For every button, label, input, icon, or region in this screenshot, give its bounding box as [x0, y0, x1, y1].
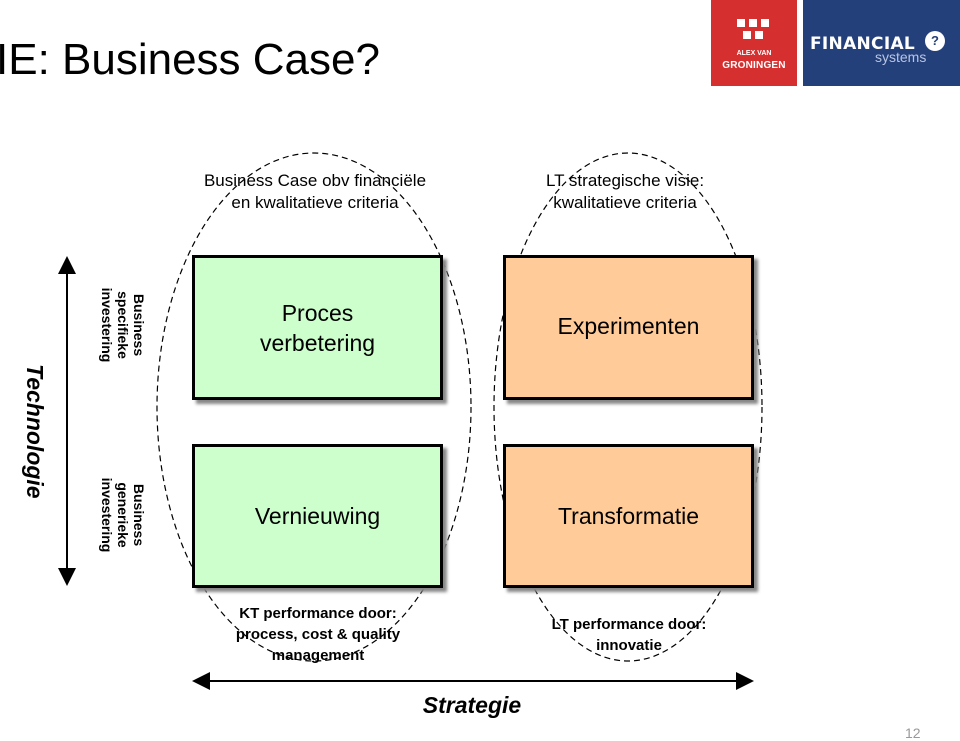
arrow-up-icon — [58, 256, 76, 274]
technologie-label: Technologie — [22, 364, 48, 499]
quadrant-proces-line2: verbetering — [259, 329, 376, 356]
page-title: IE: Business Case? — [0, 35, 380, 84]
logo-question-icon: ? — [925, 31, 945, 51]
header-left: Business Case obv financiële en kwalitat… — [170, 170, 460, 214]
header-left-line1: Business Case obv financiële — [203, 171, 427, 190]
logo-text-line2: GRONINGEN — [722, 60, 786, 71]
row-label-specifiek-line1: Business — [131, 293, 147, 357]
quadrant-proces-verbetering: Proces verbetering — [192, 255, 443, 400]
logo-word-systems: systems — [875, 49, 927, 65]
quadrant-transformatie-label: Transformatie — [557, 503, 700, 529]
footer-right: LT performance door: innovatie — [520, 614, 738, 656]
header-right: LT strategische visie: kwalitatieve crit… — [490, 170, 760, 214]
alex-van-groningen-logo: ALEX VAN GRONINGEN — [711, 0, 797, 86]
arrow-right-icon — [736, 672, 754, 690]
quadrant-transformatie: Transformatie — [503, 444, 754, 588]
arrow-left-icon — [192, 672, 210, 690]
footer-left-line3: management — [271, 647, 365, 664]
footer-left-line1: KT performance door: — [239, 605, 397, 622]
quadrant-experimenten-label: Experimenten — [557, 312, 700, 339]
footer-right-line2: innovatie — [596, 637, 662, 654]
quadrant-vernieuwing: Vernieuwing — [192, 444, 443, 588]
logo-word-financial: FINANCIAL — [810, 34, 916, 54]
page-number: 12 — [905, 725, 921, 741]
header-right-line2: kwalitatieve criteria — [553, 193, 697, 212]
quadrant-experimenten: Experimenten — [503, 255, 754, 400]
row-label-specifiek-line2: specifieke — [115, 291, 131, 359]
row-label-generiek-line1: Business — [131, 483, 147, 547]
right-dashed-ellipse — [493, 152, 763, 662]
row-label-generiek: Business generieke investering — [97, 470, 147, 560]
footer-right-line1: LT performance door: — [551, 616, 707, 633]
arrow-down-icon — [58, 568, 76, 586]
financial-systems-logo: FINANCIAL systems ? — [803, 0, 960, 86]
left-dashed-ellipse — [156, 152, 472, 662]
row-label-generiek-line2: generieke — [115, 482, 131, 548]
quadrant-vernieuwing-label: Vernieuwing — [254, 503, 381, 529]
header-left-line2: en kwalitatieve criteria — [231, 193, 399, 212]
header-right-line1: LT strategische visie: — [545, 171, 705, 190]
quadrant-proces-line1: Proces — [281, 299, 354, 326]
footer-left: KT performance door: process, cost & qua… — [200, 603, 436, 666]
logo-squares-icon — [737, 19, 769, 41]
footer-left-line2: process, cost & quality — [235, 626, 401, 643]
row-label-specifiek: Business specifieke investering — [97, 280, 147, 370]
row-label-generiek-line3: investering — [99, 477, 115, 553]
logo-text-line1: ALEX VAN — [736, 50, 772, 57]
strategie-label: Strategie — [422, 692, 522, 718]
row-label-specifiek-line3: investering — [99, 287, 115, 363]
